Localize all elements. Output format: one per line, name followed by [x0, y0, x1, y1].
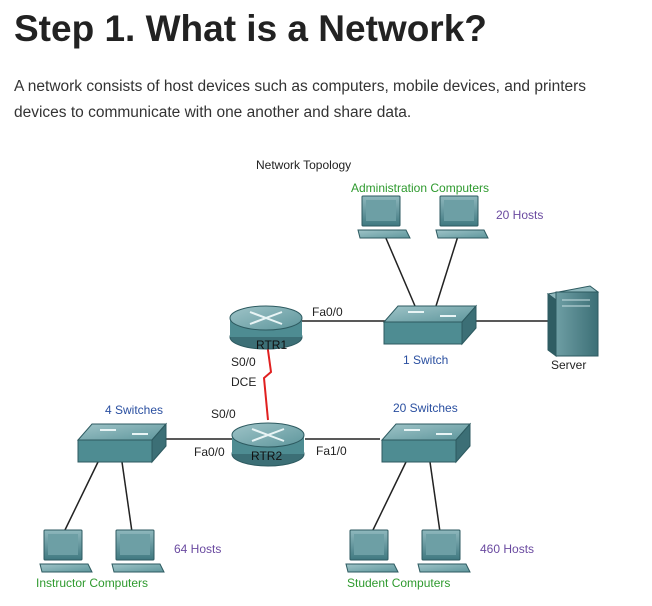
interface-label-rtr2-s00: S0/0 — [211, 407, 236, 421]
switch-icon — [380, 422, 472, 464]
link-right-switch-pc2 — [429, 461, 441, 533]
switch-label-left: 4 Switches — [105, 403, 163, 417]
switch-icon — [382, 304, 478, 346]
interface-label-rtr1-s00: S0/0 — [231, 355, 256, 369]
link-left-switch-pc2 — [121, 461, 133, 533]
intro-line-2: devices to communicate with one another … — [14, 104, 412, 121]
computer-icon — [417, 529, 471, 573]
router-label-rtr2: RTR2 — [251, 449, 282, 463]
link-admin-pc1-switch — [384, 235, 416, 307]
link-left-switch-pc1 — [63, 461, 99, 533]
group-label-instructor: Instructor Computers — [36, 576, 148, 590]
intro-line-1: A network consists of host devices such … — [14, 78, 587, 95]
interface-label-rtr1-fa00: Fa0/0 — [312, 305, 343, 319]
intro-paragraph: A network consists of host devices such … — [14, 74, 652, 126]
interface-label-rtr2-fa10: Fa1/0 — [316, 444, 347, 458]
server-label: Server — [551, 358, 586, 372]
router-icon-rtr2 — [231, 422, 305, 467]
switch-icon — [76, 422, 168, 464]
link-admin-pc2-switch — [435, 235, 459, 307]
interface-label-dce: DCE — [231, 375, 256, 389]
interface-label-rtr2-fa00: Fa0/0 — [194, 445, 225, 459]
computer-icon — [345, 529, 399, 573]
serial-link-dce — [262, 342, 273, 421]
switch-label-right: 20 Switches — [393, 401, 458, 415]
server-icon — [546, 285, 600, 357]
computer-icon — [111, 529, 165, 573]
host-count-admin: 20 Hosts — [496, 208, 543, 222]
computer-icon — [357, 195, 411, 239]
group-label-student: Student Computers — [347, 576, 450, 590]
host-count-instructor: 64 Hosts — [174, 542, 221, 556]
page-title: Step 1. What is a Network? — [14, 8, 487, 49]
diagram-title: Network Topology — [256, 158, 351, 172]
host-count-student: 460 Hosts — [480, 542, 534, 556]
computer-icon — [435, 195, 489, 239]
connections — [63, 235, 548, 533]
router-label-rtr1: RTR1 — [256, 338, 287, 352]
computer-icon — [39, 529, 93, 573]
switch-label-admin: 1 Switch — [403, 353, 448, 367]
group-label-admin: Administration Computers — [351, 181, 489, 195]
link-right-switch-pc1 — [371, 461, 407, 533]
router-icon-rtr1 — [229, 305, 303, 350]
